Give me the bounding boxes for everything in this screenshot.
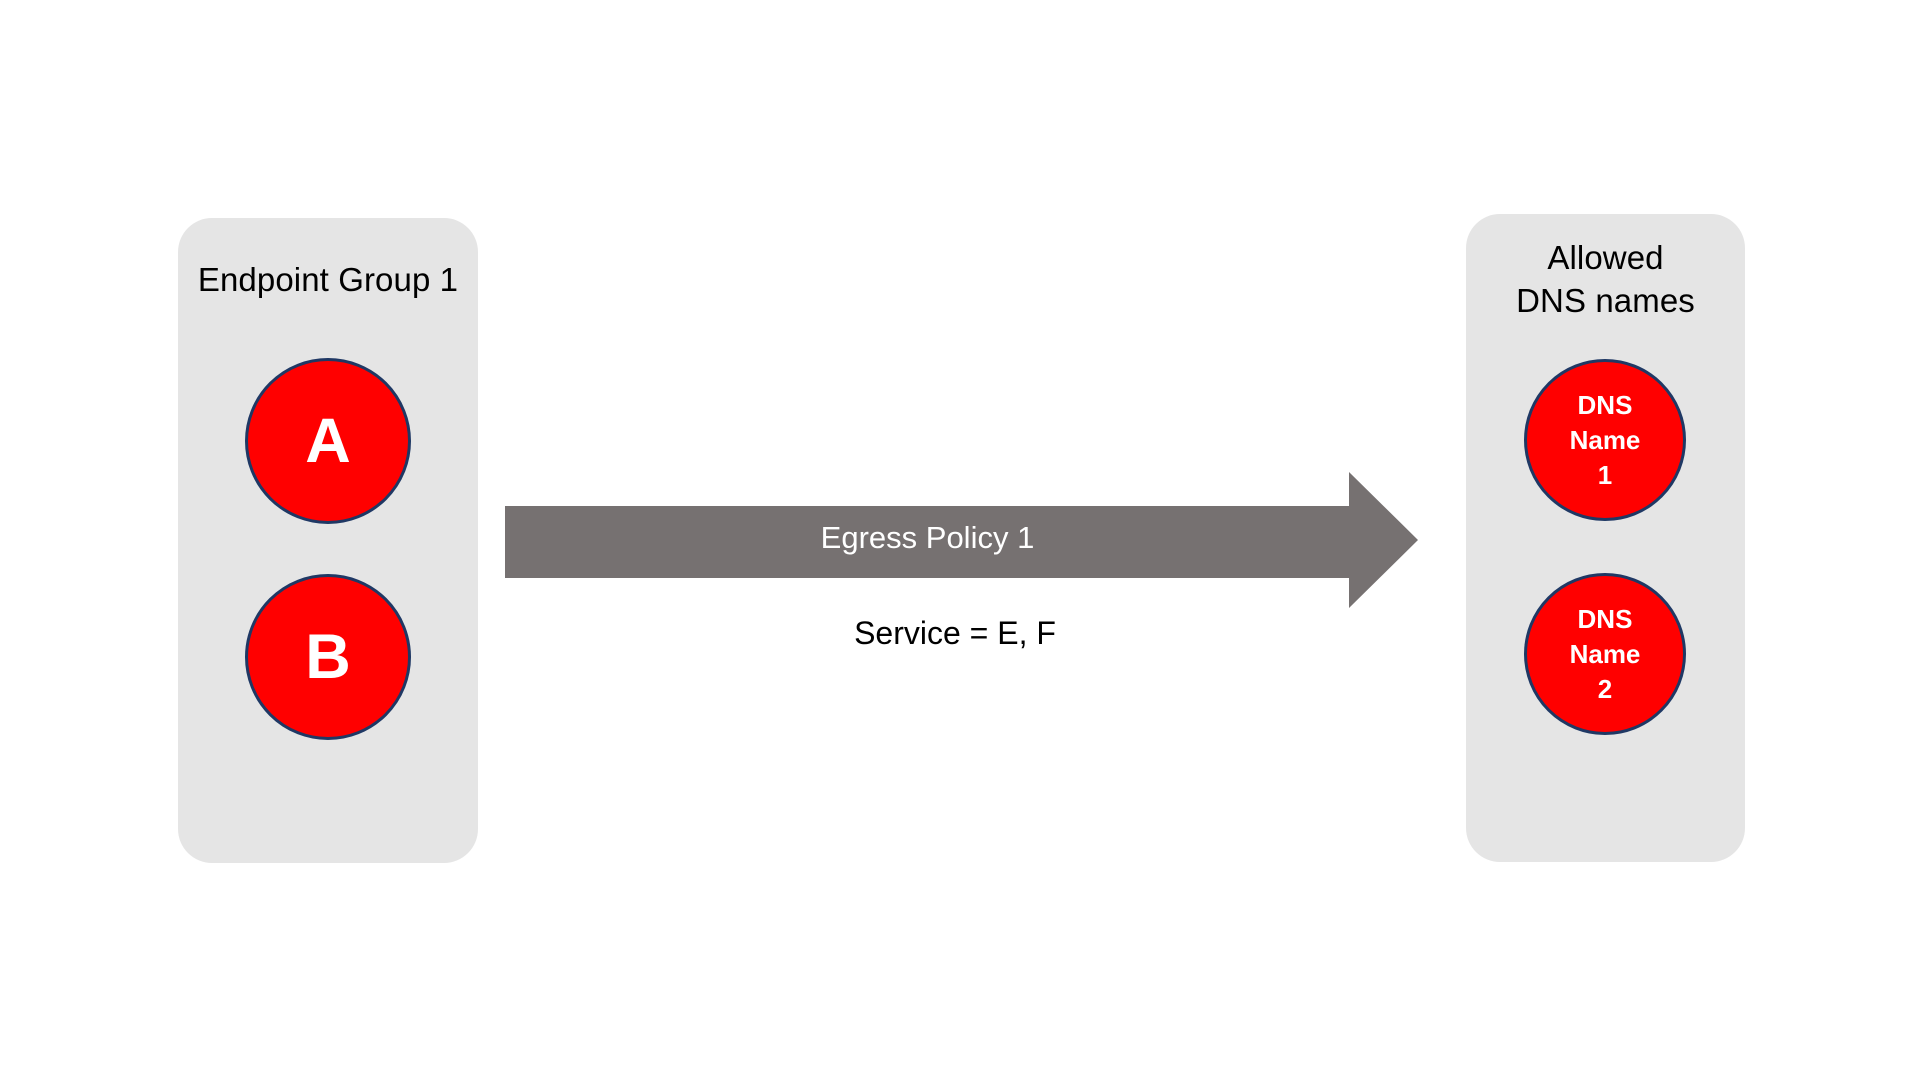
endpoint-node-b[interactable]: B (245, 574, 411, 740)
endpoint-node-a[interactable]: A (245, 358, 411, 524)
dns-name-1-label: DNS Name 1 (1569, 389, 1641, 490)
endpoint-node-b-label: B (305, 622, 351, 692)
allowed-dns-names-title: Allowed DNS names (1516, 239, 1695, 319)
endpoint-node-a-label: A (305, 406, 351, 476)
allowed-dns-names-panel: Allowed DNS names DNS Name 1 DNS Name 2 (1466, 214, 1745, 862)
endpoint-group-title: Endpoint Group 1 (197, 261, 459, 298)
endpoint-group-panel: Endpoint Group 1 A B (178, 218, 478, 863)
egress-policy-arrow[interactable] (505, 470, 1420, 610)
service-label: Service = E, F (854, 615, 1056, 651)
dns-name-2-label: DNS Name 2 (1569, 603, 1641, 704)
dns-name-1-node[interactable]: DNS Name 1 (1524, 359, 1686, 521)
dns-name-2-node[interactable]: DNS Name 2 (1524, 573, 1686, 735)
arrow-right-icon (505, 472, 1418, 608)
